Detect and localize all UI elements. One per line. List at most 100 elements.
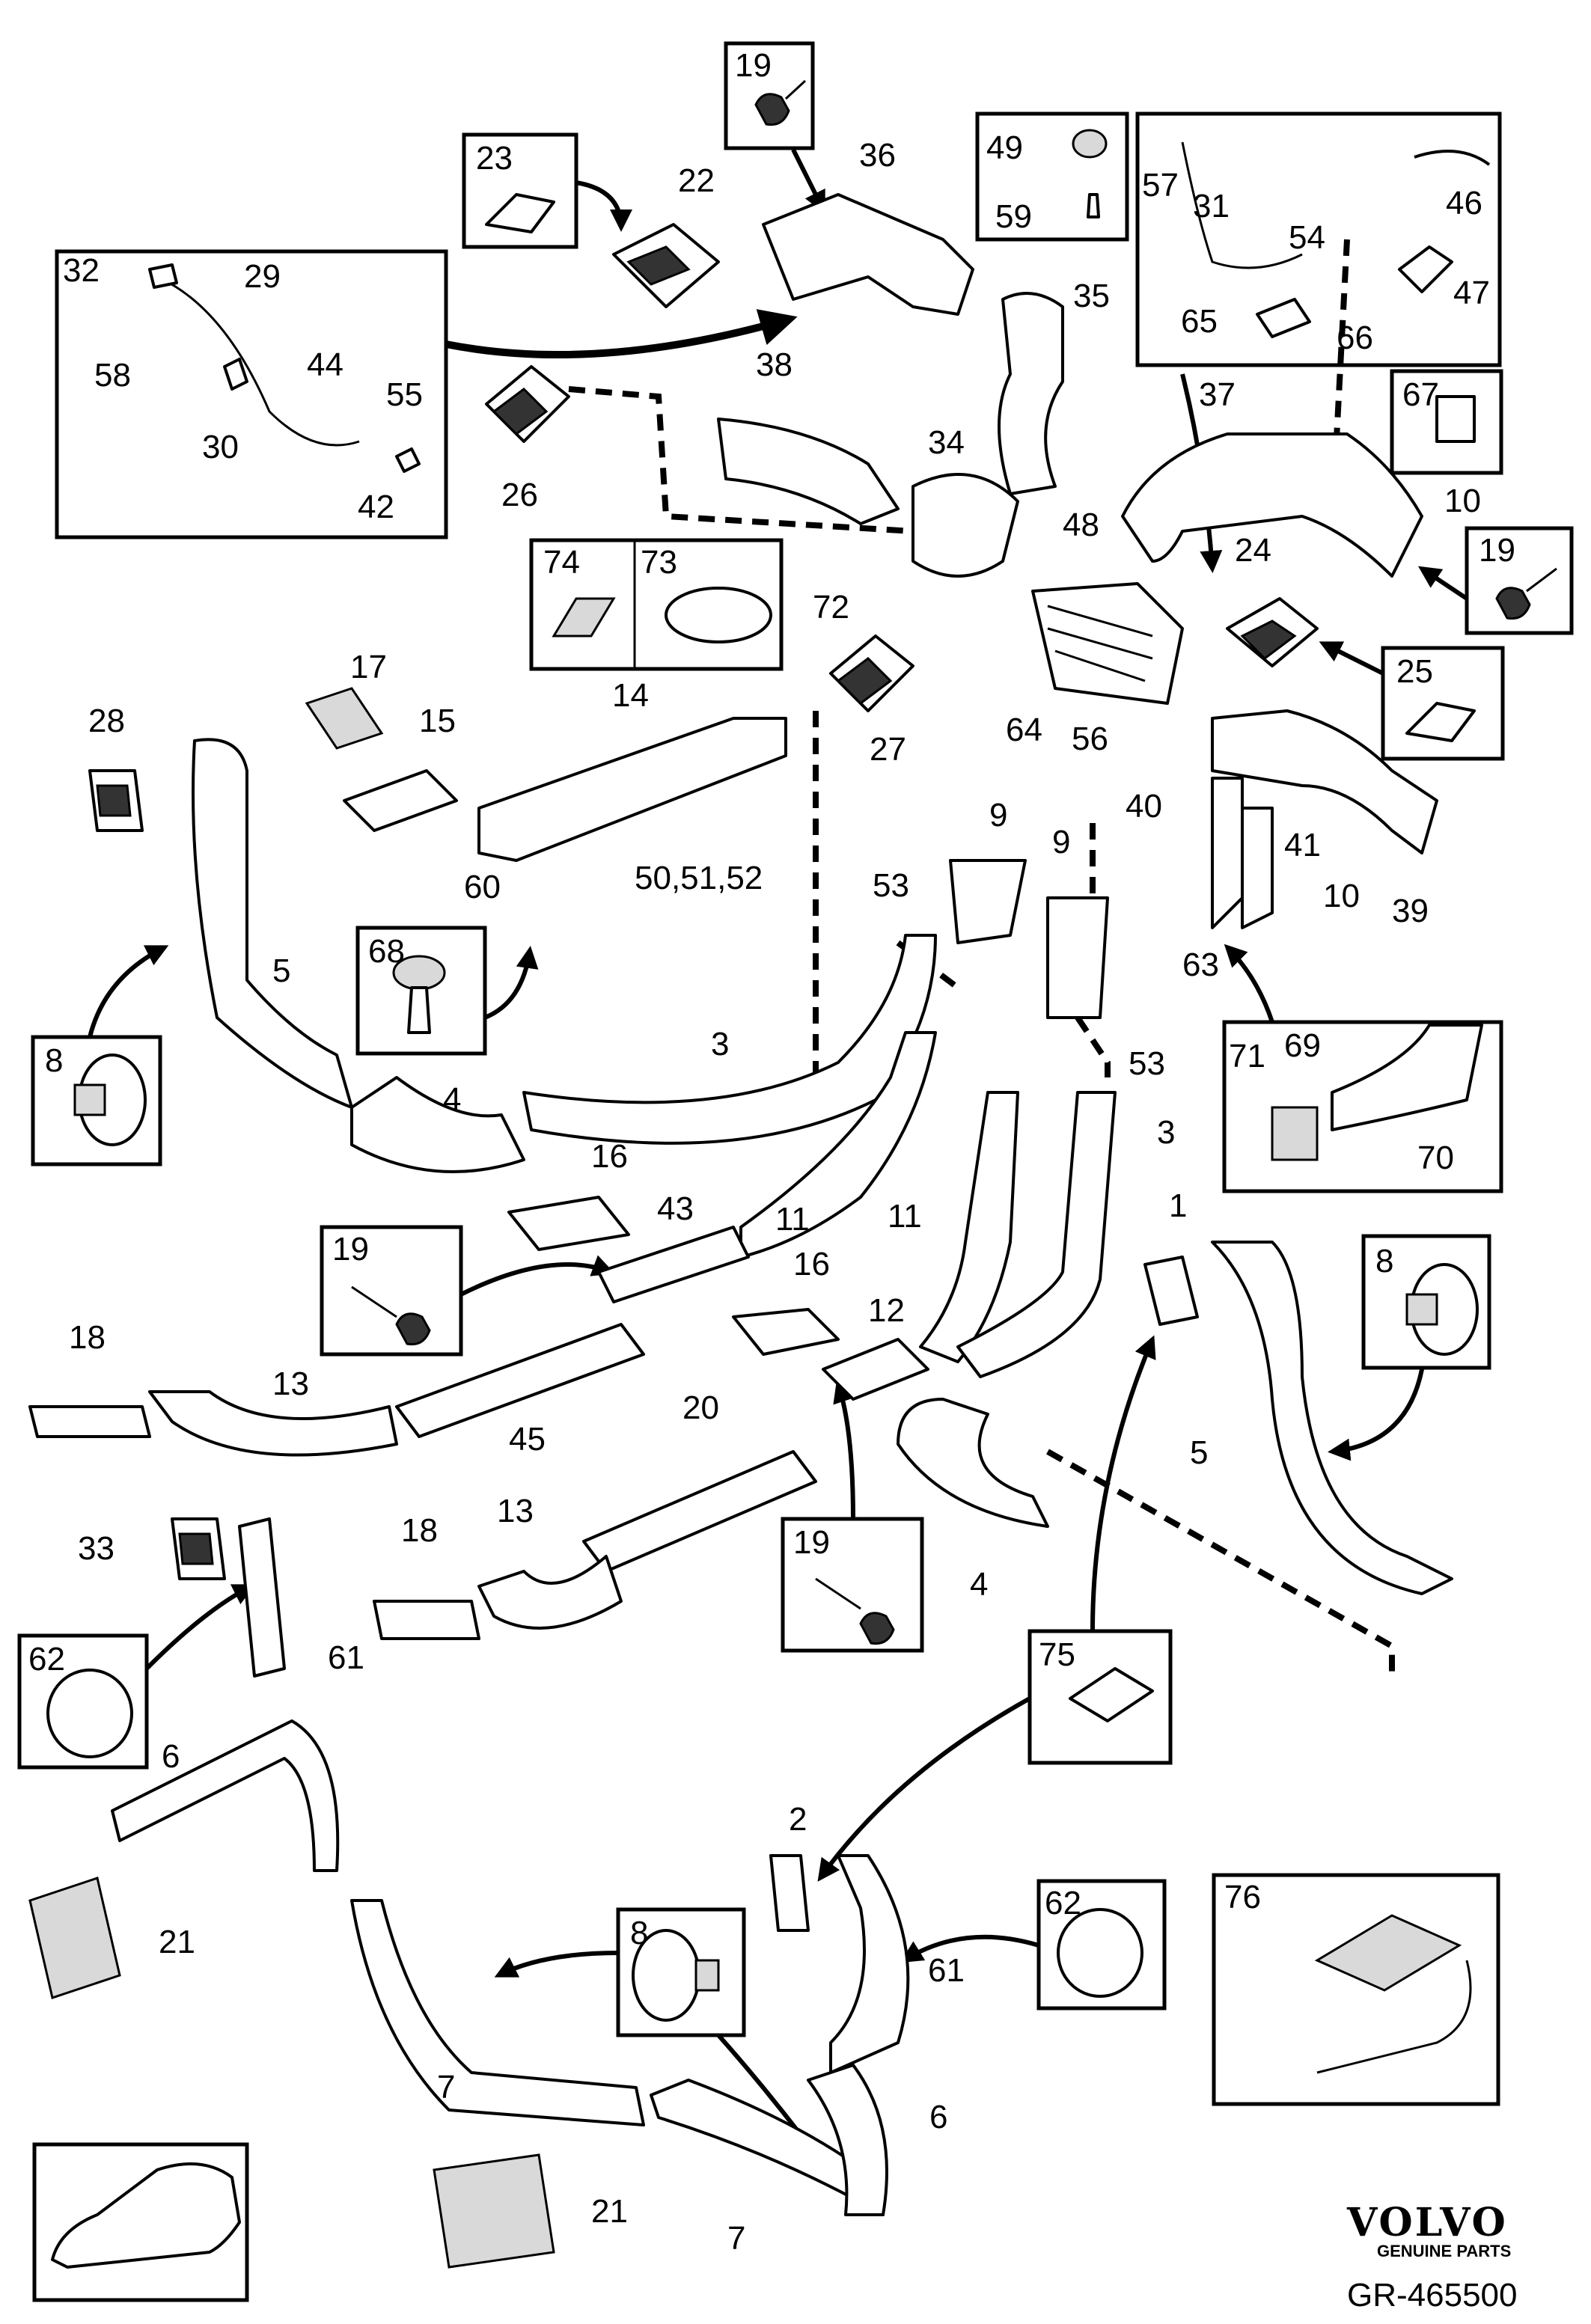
part-16-top[interactable] (507, 1196, 630, 1251)
duct-13-bottom[interactable] (477, 1555, 623, 1630)
duct-40-41[interactable] (1211, 777, 1274, 929)
inset-box-62-right[interactable] (1036, 1879, 1167, 2010)
duct-37[interactable] (1121, 432, 1423, 578)
inset-box-23[interactable] (462, 132, 578, 249)
part-28[interactable] (88, 769, 144, 832)
duct-39[interactable] (1211, 709, 1438, 854)
duct-38[interactable] (717, 418, 900, 525)
arrow-19-to-36 (791, 148, 825, 214)
callout-11-left: 11 (775, 1201, 810, 1238)
inset-box-75[interactable] (1027, 1629, 1173, 1765)
duct-61-right[interactable] (829, 1854, 910, 2074)
arrow-19-to-12 (833, 1380, 855, 1520)
dashed-leader-53 (1075, 1015, 1111, 1077)
part-21-left[interactable] (28, 1877, 121, 1999)
inset-box-harness-top-right[interactable] (1135, 111, 1502, 367)
inset-box-67[interactable] (1390, 369, 1503, 475)
duct-13-top[interactable] (148, 1390, 398, 1457)
callout-34: 34 (928, 424, 965, 461)
callout-38: 38 (756, 346, 793, 383)
callout-44: 44 (307, 346, 343, 383)
part-18-top[interactable] (28, 1405, 151, 1438)
callout-39: 39 (1392, 893, 1429, 929)
duct-34[interactable] (911, 473, 1019, 578)
inset-box-19-right[interactable] (1465, 526, 1574, 635)
inset-box-19-mid-right[interactable] (781, 1517, 924, 1653)
vent-26[interactable] (485, 365, 570, 443)
duct-36[interactable] (762, 193, 974, 316)
callout-3-right: 3 (1157, 1114, 1175, 1151)
inset-box-19-mid-left[interactable] (320, 1225, 463, 1357)
duct-9[interactable] (949, 859, 1109, 1019)
part-2[interactable] (769, 1854, 810, 1932)
part-33[interactable] (171, 1517, 226, 1580)
callout-60: 60 (464, 869, 501, 905)
duct-3-left[interactable] (522, 934, 937, 1145)
callout-62-left: 62 (28, 1641, 65, 1678)
duct-4-right[interactable] (897, 1398, 1049, 1528)
callout-50-51-52: 50,51,52 (635, 860, 763, 896)
callout-76: 76 (1224, 1879, 1261, 1915)
part-17[interactable] (305, 687, 384, 750)
inset-box-19-top[interactable] (724, 41, 815, 150)
duct-35[interactable] (998, 292, 1064, 495)
duct-12[interactable] (822, 1338, 929, 1401)
duct-43[interactable] (597, 1226, 750, 1303)
inset-box-8-bottom[interactable] (616, 1907, 746, 2037)
duct-6-top[interactable] (111, 1719, 340, 1872)
arrow-8-to-7 (494, 1951, 619, 1978)
panel-48[interactable] (1031, 582, 1184, 705)
duct-3-right[interactable] (956, 1091, 1117, 1378)
duct-11-left[interactable] (739, 1031, 937, 1259)
duct-6-bottom[interactable] (807, 2064, 888, 2216)
duct-14[interactable] (477, 717, 787, 862)
callout-74: 74 (543, 544, 580, 581)
vent-24[interactable] (1226, 597, 1319, 667)
callout-66: 66 (1337, 319, 1373, 356)
duct-5-right[interactable] (1211, 1241, 1453, 1595)
inset-box-25[interactable] (1381, 646, 1505, 761)
arrow-harness-to-panel (445, 309, 798, 359)
duct-5-left[interactable] (192, 738, 353, 1109)
callout-62-right: 62 (1045, 1885, 1081, 1921)
duct-61-left[interactable] (238, 1517, 286, 1678)
inset-box-harness-left[interactable] (55, 249, 448, 539)
inset-box-8-left[interactable] (31, 1035, 162, 1166)
vent-27[interactable] (829, 634, 914, 712)
arrow-68-to-bolt (483, 946, 539, 1020)
callout-23: 23 (476, 140, 513, 177)
callout-68: 68 (368, 933, 405, 970)
callout-16-top: 16 (591, 1138, 628, 1175)
vent-22[interactable] (612, 223, 720, 308)
inset-box-76[interactable] (1212, 1873, 1500, 2106)
dashed-leader-48 (1329, 239, 1350, 525)
inset-box-49-59[interactable] (975, 111, 1129, 242)
inset-box-68[interactable] (355, 926, 487, 1056)
inset-box-8-right[interactable] (1361, 1234, 1491, 1370)
callout-6-top: 6 (162, 1738, 180, 1775)
inset-box-69-70-71[interactable] (1222, 1020, 1503, 1193)
duct-7-top[interactable] (350, 1899, 645, 2126)
part-16-mid[interactable] (732, 1308, 840, 1356)
duct-11-right[interactable] (919, 1091, 1019, 1363)
arrow-75-to-2 (817, 1696, 1031, 1882)
callout-8-left: 8 (45, 1042, 63, 1079)
callout-57: 57 (1142, 167, 1179, 204)
callout-14: 14 (612, 677, 649, 714)
inset-box-74-73[interactable] (529, 538, 784, 671)
callout-53-left: 53 (873, 867, 909, 904)
duct-45[interactable] (395, 1323, 645, 1438)
arrow-8-to-5-right (1328, 1369, 1424, 1461)
part-21-bottom[interactable] (433, 2153, 555, 2269)
part-1[interactable] (1143, 1256, 1199, 1326)
vehicle-thumbnail-box (32, 2142, 249, 2302)
inset-box-62-left[interactable] (17, 1633, 149, 1770)
callout-59: 59 (995, 198, 1032, 235)
callout-42: 42 (358, 489, 394, 525)
arrow-69-to-63 (1224, 944, 1274, 1023)
part-18-bottom[interactable] (373, 1600, 480, 1640)
part-15[interactable] (343, 769, 458, 832)
callout-7-top: 7 (437, 2069, 455, 2106)
duct-4-left[interactable] (350, 1076, 525, 1173)
